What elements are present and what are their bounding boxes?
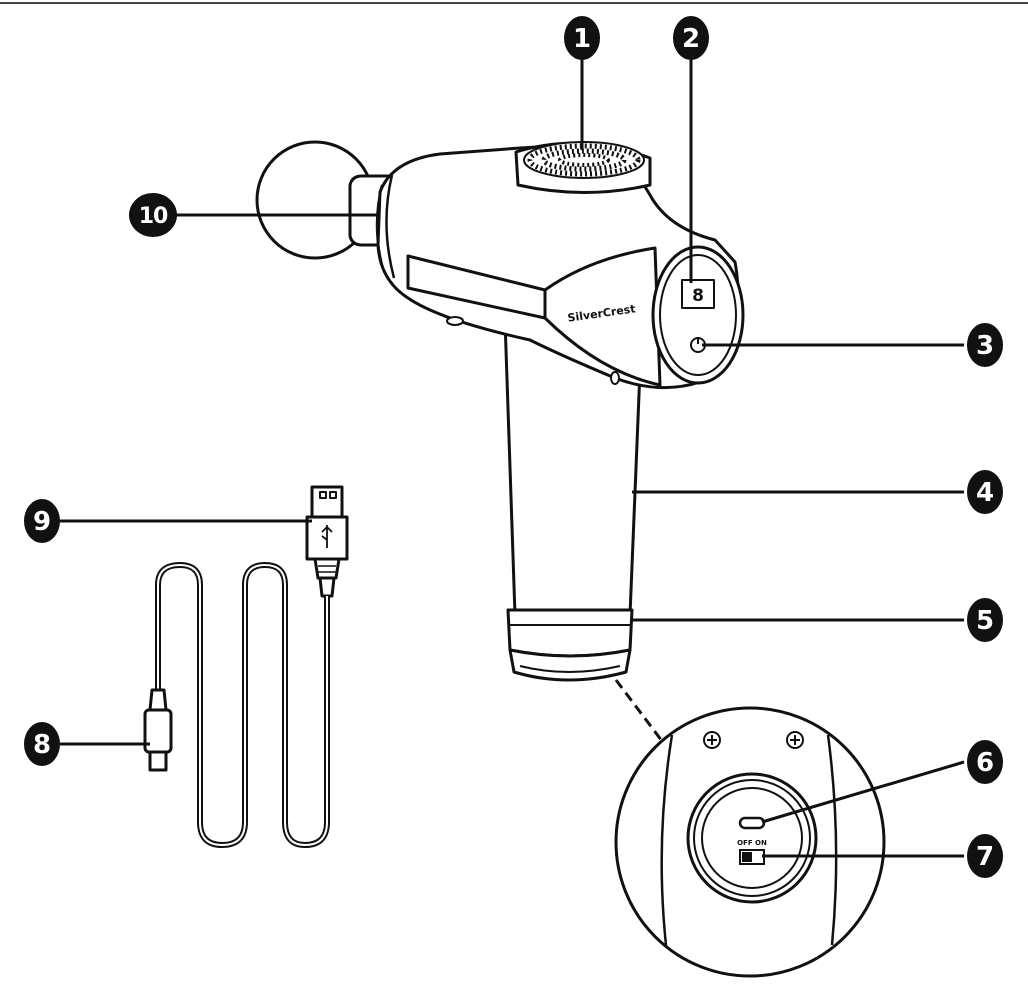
switch-label: OFF ON [737,839,767,847]
display-digits: 8 [692,286,704,306]
callout-8-number: 8 [33,730,51,760]
callout-6-number: 6 [976,748,994,778]
callout-1: 1 [564,16,600,60]
callout-5-number: 5 [976,606,994,636]
callout-9-number: 9 [33,507,51,537]
callout-5: 5 [967,598,1003,642]
callout-2-number: 2 [682,24,700,54]
callout-7: 7 [967,834,1003,878]
callout-4-number: 4 [976,478,994,508]
battery-ring [506,608,634,658]
control-face [651,245,745,385]
callout-7-number: 7 [976,842,994,872]
callout-10: 10 [129,193,177,237]
brand-plate [543,246,662,387]
base-cap [508,648,632,682]
leader-lines [60,58,965,858]
base-detail-view [614,706,886,978]
callout-1-number: 1 [573,24,591,54]
usb-c-port [738,816,766,830]
callout-2: 2 [673,16,709,60]
detail-connector [614,679,667,746]
callout-3-number: 3 [976,331,994,361]
callout-10-number: 10 [139,204,168,229]
usb-cable [143,485,349,848]
massage-gun: 8 [255,140,745,682]
callout-8: 8 [24,722,60,766]
callout-4: 4 [967,470,1003,514]
digital-display [681,279,715,309]
callout-6: 6 [967,740,1003,784]
usb-a-plug [310,485,344,519]
usb-c-plug [143,708,173,754]
callout-3: 3 [967,323,1003,367]
callout-9: 9 [24,499,60,543]
